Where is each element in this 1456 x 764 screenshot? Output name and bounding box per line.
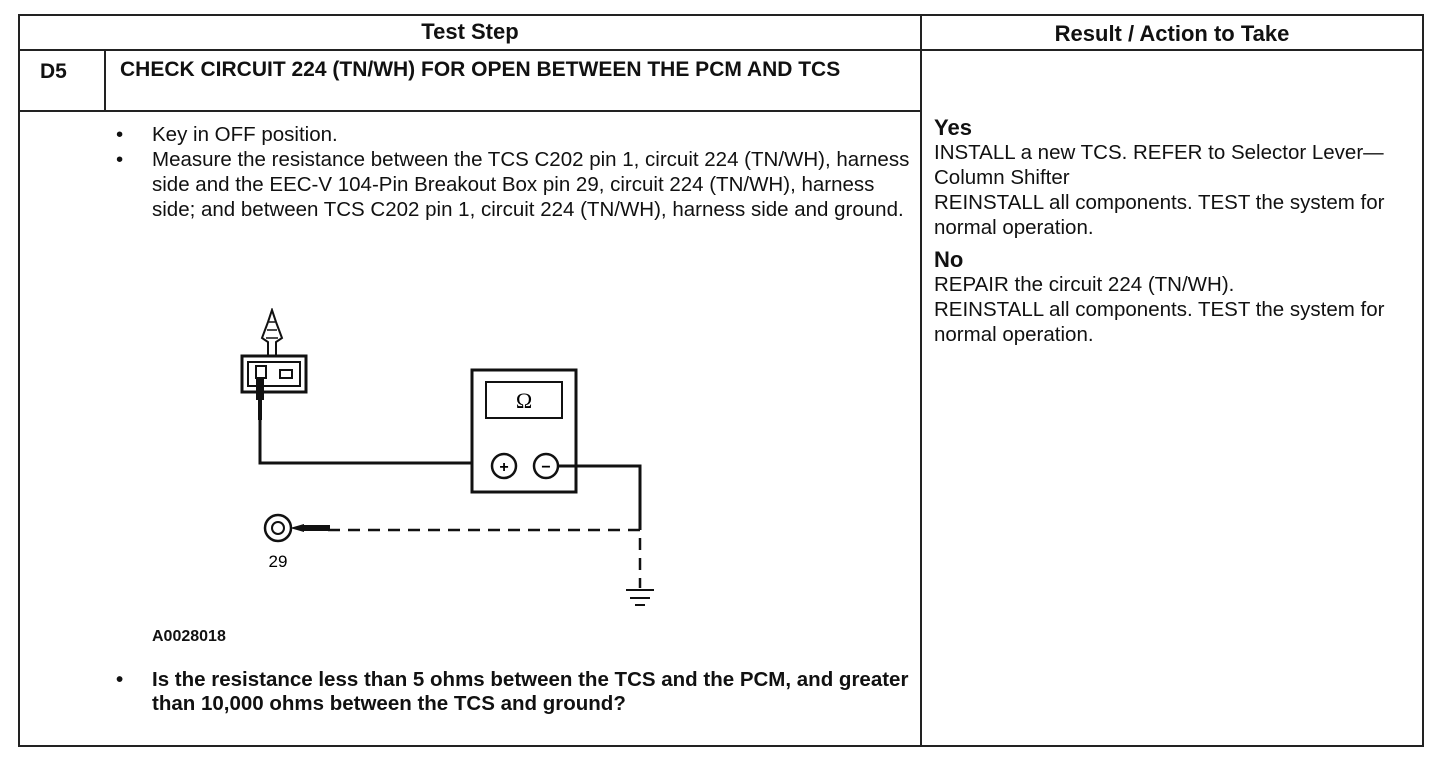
yes-label: Yes <box>934 115 972 140</box>
header-result-action: Result / Action to Take <box>1054 21 1290 46</box>
ohmmeter-icon: Ω + − <box>470 368 578 494</box>
tcs-connector-icon <box>240 308 308 420</box>
no-action-1: REPAIR the circuit 224 (TN/WH). <box>934 273 1235 296</box>
bullet-icon: • <box>116 148 124 171</box>
question-text: Is the resistance less than 5 ohms betwe… <box>152 668 909 715</box>
ground-path <box>328 528 642 588</box>
diagnostic-table: Test Step Result / Action to Take D5 CHE… <box>18 14 1424 747</box>
no-label: No <box>934 247 964 272</box>
step-title-divider <box>20 110 922 112</box>
bullet-icon: • <box>116 123 124 146</box>
negative-lead <box>558 464 642 530</box>
breakout-pin-icon <box>263 513 330 543</box>
yes-action-2: REINSTALL all components. TEST the syste… <box>934 191 1385 239</box>
header-test-step: Test Step <box>421 19 519 44</box>
question-item: • Is the resistance less than 5 ohms bet… <box>116 668 916 716</box>
wiring-diagram: Ω + − 29 <box>240 308 654 606</box>
results-panel: Yes INSTALL a new TCS. REFER to Selector… <box>934 116 1424 347</box>
positive-lead <box>258 418 508 465</box>
instruction-text: Key in OFF position. <box>152 123 338 146</box>
figure-id: A0028018 <box>152 628 226 645</box>
minus-terminal: − <box>541 459 550 476</box>
instruction-item: • Key in OFF position. <box>116 122 916 147</box>
instruction-item: • Measure the resistance between the TCS… <box>116 147 916 222</box>
plus-terminal: + <box>499 459 508 476</box>
no-action-2: REINSTALL all components. TEST the syste… <box>934 298 1385 346</box>
instruction-text: Measure the resistance between the TCS C… <box>152 148 910 221</box>
ohm-symbol: Ω <box>516 388 532 413</box>
step-id-divider <box>104 49 106 111</box>
ground-icon <box>626 589 654 606</box>
bullet-icon: • <box>116 668 124 691</box>
header-divider <box>20 49 1422 51</box>
step-title: CHECK CIRCUIT 224 (TN/WH) FOR OPEN BETWE… <box>120 58 841 81</box>
yes-action-1: INSTALL a new TCS. REFER to Selector Lev… <box>934 141 1384 189</box>
step-id: D5 <box>40 60 67 83</box>
pin-label: 29 <box>269 552 288 571</box>
instruction-list: • Key in OFF position. • Measure the res… <box>116 122 916 222</box>
column-divider <box>920 16 922 745</box>
